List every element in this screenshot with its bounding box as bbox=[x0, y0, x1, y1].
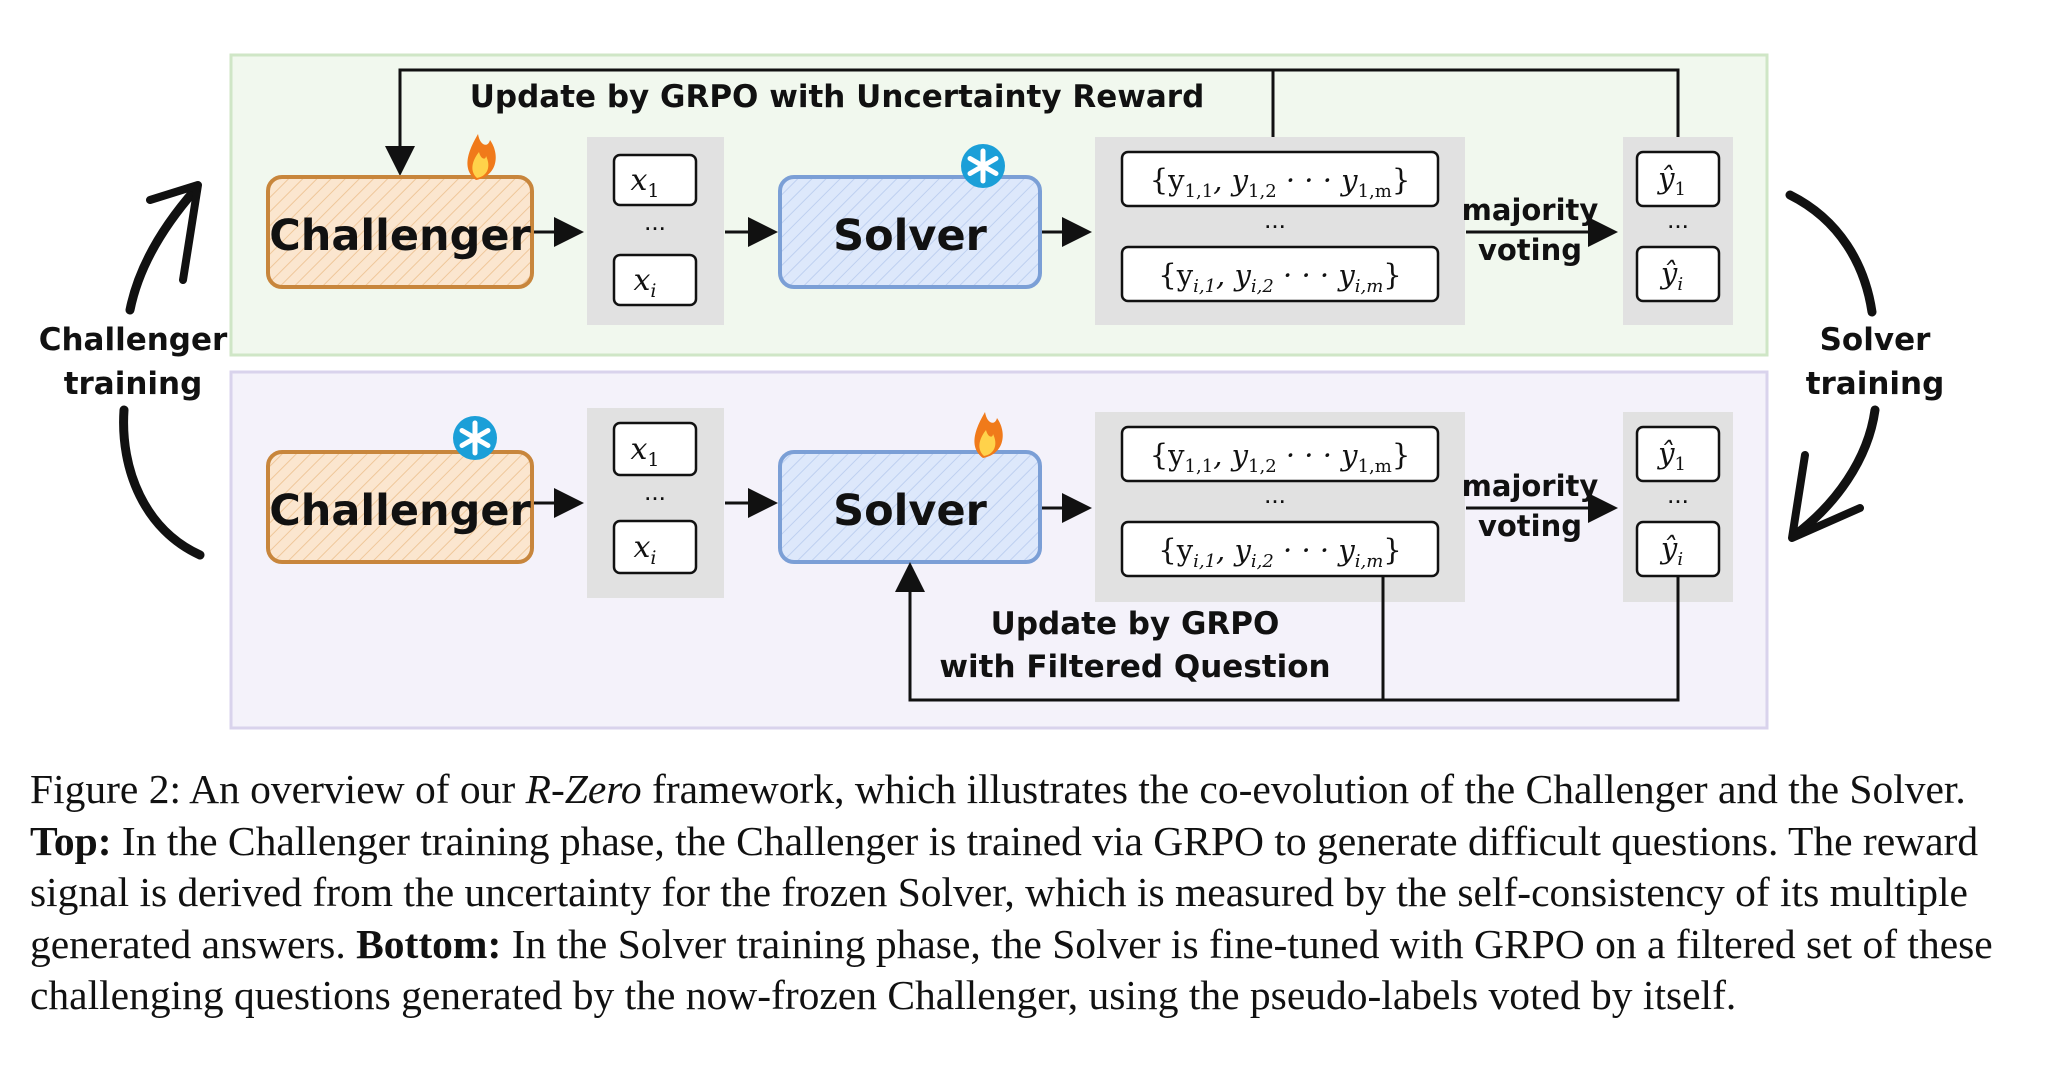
solver-label-bottom: Solver bbox=[833, 486, 987, 536]
right-training-label-2: training bbox=[1806, 366, 1945, 402]
x1-box-bottom bbox=[612, 421, 698, 477]
xi-box-bottom bbox=[612, 519, 698, 575]
fire-icon-bottom bbox=[974, 412, 1003, 458]
y1hat-box-bottom bbox=[1635, 425, 1721, 483]
top-feedback-line bbox=[1271, 68, 1680, 155]
left-training-arrow-upper bbox=[125, 185, 200, 315]
y1hat-label-bottom: ŷ1 bbox=[1656, 436, 1686, 475]
snowflake-icon-top bbox=[961, 144, 1005, 188]
x-ellipsis-bottom: ... bbox=[644, 476, 666, 506]
left-training-arrowhead bbox=[146, 181, 202, 284]
voting-label-bottom: voting bbox=[1478, 509, 1582, 543]
bottom-feedback-arrow bbox=[895, 562, 1383, 702]
majority-label-top: majority bbox=[1462, 193, 1599, 227]
y1hat-label-top: ŷ1 bbox=[1656, 161, 1686, 200]
top-feedback-arrow bbox=[385, 68, 1273, 176]
xi-box-top bbox=[612, 253, 698, 307]
x-ellipsis-top: ... bbox=[644, 206, 666, 236]
challenger-box-top bbox=[266, 175, 534, 289]
bottom-update-label-2: with Filtered Question bbox=[939, 649, 1330, 685]
yhat-ellipsis-bottom: ... bbox=[1667, 479, 1689, 509]
answer-set-1-bottom bbox=[1120, 425, 1440, 483]
solver-label-top: Solver bbox=[833, 211, 987, 261]
right-training-label-1: Solver bbox=[1820, 322, 1931, 358]
yihat-label-bottom: ŷi bbox=[1659, 531, 1683, 570]
yihat-box-bottom bbox=[1635, 520, 1721, 578]
x1-label-bottom: x1 bbox=[630, 432, 659, 471]
fire-icon-top bbox=[467, 134, 496, 180]
framework-diagram: Update by GRPO with Uncertainty Reward C… bbox=[39, 53, 1945, 730]
top-update-label: Update by GRPO with Uncertainty Reward bbox=[470, 79, 1205, 115]
answer-set-i-bottom bbox=[1120, 520, 1440, 578]
voting-label-top: voting bbox=[1478, 233, 1582, 267]
r-zero-name: R-Zero bbox=[525, 766, 642, 812]
left-training-label-2: training bbox=[64, 366, 203, 402]
x1-label-top: x1 bbox=[630, 163, 659, 202]
answer-set-i-label-bottom: {yi,1, yi,2 · · · yi,m} bbox=[1158, 533, 1401, 572]
yihat-box-top bbox=[1635, 245, 1721, 303]
yihat-label-top: ŷi bbox=[1659, 256, 1683, 295]
figure-caption: Figure 2: An overview of our R-Zero fram… bbox=[30, 766, 1993, 1018]
answer-set-1-top bbox=[1120, 150, 1440, 208]
right-training-arrowhead bbox=[1788, 451, 1864, 542]
answer-set-i-top bbox=[1120, 245, 1440, 303]
answers-ellipsis-top: ... bbox=[1264, 204, 1286, 234]
answer-set-1-label-bottom: {y1,1, y1,2 · · · y1,m} bbox=[1150, 438, 1411, 477]
challenger-label-bottom: Challenger bbox=[269, 486, 531, 536]
bottom-bold-label: Bottom: bbox=[356, 920, 502, 967]
right-training-arrow-lower bbox=[1790, 405, 1880, 540]
right-training-arrow-upper bbox=[1785, 190, 1877, 317]
majority-label-bottom: majority bbox=[1462, 469, 1599, 503]
yhat-ellipsis-top: ... bbox=[1667, 204, 1689, 234]
top-bold-label: Top: bbox=[30, 817, 112, 864]
answers-ellipsis-bottom: ... bbox=[1264, 479, 1286, 509]
challenger-box-bottom bbox=[266, 450, 534, 564]
left-training-label-1: Challenger bbox=[39, 322, 228, 358]
snowflake-icon-bottom bbox=[453, 416, 497, 460]
y1hat-box-top bbox=[1635, 150, 1721, 208]
bottom-feedback-line bbox=[1381, 577, 1680, 702]
bottom-update-label-1: Update by GRPO bbox=[991, 606, 1280, 642]
x1-box-top bbox=[612, 153, 698, 207]
xi-label-top: xi bbox=[634, 263, 657, 302]
answer-set-i-label-top: {yi,1, yi,2 · · · yi,m} bbox=[1158, 258, 1401, 297]
left-training-arrow-lower bbox=[119, 405, 205, 560]
answer-set-1-label-top: {y1,1, y1,2 · · · y1,m} bbox=[1150, 163, 1411, 202]
solver-box-top bbox=[778, 175, 1042, 289]
xi-label-bottom: xi bbox=[634, 530, 657, 569]
challenger-label-top: Challenger bbox=[269, 211, 531, 261]
